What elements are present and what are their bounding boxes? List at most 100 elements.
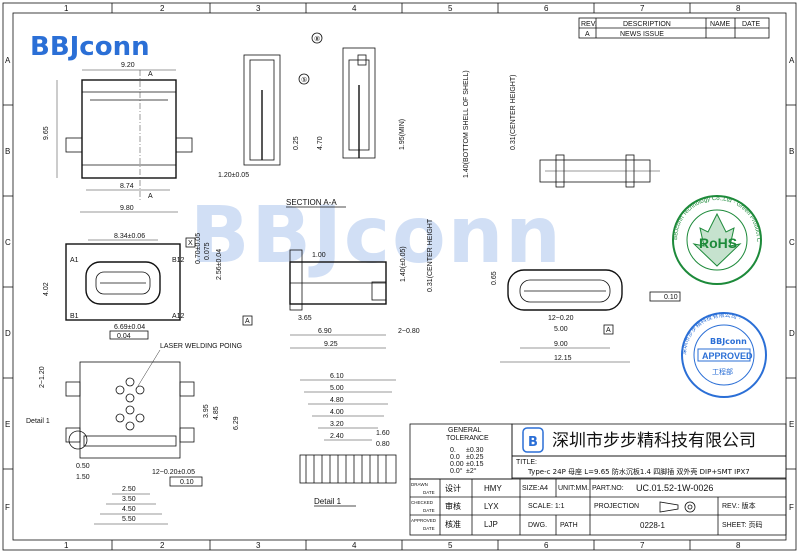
section-mark-bottom: A: [148, 193, 153, 200]
row-b-right: B: [789, 147, 794, 156]
tolerance-block: GENERAL TOLERANCE 0. ±0.30 0.0 ±0.25 0.0…: [409, 423, 513, 480]
dim-140-shell: 1.40(BOTTOM SHELL OF SHELL): [463, 70, 470, 178]
side-view: 1.00 1.40(±0.05) 0.31(CENTER HEIGHT 3.65…: [289, 218, 434, 349]
revision-table: REV. DESCRIPTION NAME DATE A NEWS ISSUE: [578, 17, 770, 39]
company-mark-icon: B: [528, 435, 538, 450]
dim-669: 6.69±0.04: [114, 324, 145, 331]
det-320: 3.20: [330, 421, 344, 428]
title-label: TITLE:: [516, 459, 537, 466]
dim-pcb-120: 2~1.20: [39, 366, 46, 388]
tolerance-title: GENERAL TOLERANCE: [446, 427, 489, 442]
label-b12: B12: [172, 257, 185, 264]
dim-pcb-550: 5.50: [122, 516, 136, 523]
unit: UNIT:MM.: [558, 485, 589, 492]
row-a-right: A: [789, 56, 795, 65]
detail-view: 6.10 5.00 4.80 4.00 3.20 2.40 1.60 0.80 …: [299, 373, 397, 507]
col-2: 2: [160, 4, 165, 13]
col-6: 6: [544, 4, 549, 13]
datum-a-right: A: [606, 327, 611, 334]
scale: SCALE: 1:1: [528, 503, 565, 510]
dim-side-140: 1.40(±0.05): [400, 246, 407, 282]
size: SIZE:A4: [522, 485, 548, 492]
dim-874: 8.74: [120, 183, 134, 190]
top-view: 9.20 9.65 8.74 9.80 A A: [43, 62, 193, 213]
dim-right-12: 12~0.20: [548, 315, 574, 322]
dim-top-height: 9.65: [43, 126, 50, 140]
label-a1: A1: [70, 257, 79, 264]
col-1-bottom: 1: [64, 541, 69, 550]
dim-pcb-010: 0.10: [180, 479, 194, 486]
tol-val-1: ±0.30: [466, 447, 484, 454]
col-7-bottom: 7: [640, 541, 645, 550]
right-front-view: 0.65 0.10 12~0.20 5.00 A 9.00 12.15: [491, 269, 681, 363]
det-400: 4.00: [330, 409, 344, 416]
det-500: 5.00: [330, 385, 344, 392]
det-480: 4.80: [330, 397, 344, 404]
col-1: 1: [64, 4, 69, 13]
tol-val-3: ±0.15: [466, 461, 484, 468]
dim-pcb-450: 4.50: [122, 506, 136, 513]
dim-side-365: 3.65: [298, 315, 312, 322]
tolerance-title-line-1: GENERAL: [448, 427, 482, 434]
tolerance-title-line-2: TOLERANCE: [446, 435, 489, 442]
dim-pcb-250: 2.50: [122, 486, 136, 493]
row-b: B: [5, 147, 10, 156]
checked-date-en: DATE: [423, 508, 435, 513]
logo-text: BBJconn: [30, 32, 150, 62]
path-label: PATH: [560, 522, 578, 529]
det-240: 2.40: [330, 433, 344, 440]
dim-pcb-12: 12~0.20±0.05: [152, 469, 195, 476]
dim-256: 2.56±0.04: [216, 249, 223, 280]
projection-icon: [659, 501, 696, 513]
dim-pcb-050: 0.50: [76, 463, 90, 470]
col-3: 3: [256, 4, 261, 13]
tol-key-3: 0.00: [450, 461, 464, 468]
part-no-label: PART.NO:: [592, 485, 624, 492]
col-8-bottom: 8: [736, 541, 741, 550]
part-no: UC.01.52-1W-0026: [636, 483, 713, 493]
detail-title: Detail 1: [314, 497, 342, 506]
approved-label-cn: 核准: [445, 519, 461, 529]
section-label: SECTION A-A: [286, 198, 337, 207]
dim-980: 9.80: [120, 205, 134, 212]
col-4-bottom: 4: [352, 541, 357, 550]
dim-front-width: 8.34±0.06: [114, 233, 145, 240]
col-7: 7: [640, 4, 645, 13]
front-view: 8.34±0.06 4.02 2.56±0.04 0.70±0.05 0.075…: [43, 233, 253, 340]
side-profile-view: [539, 154, 660, 188]
description-value: NEWS ISSUE: [620, 31, 664, 38]
det-610: 6.10: [330, 373, 344, 380]
dim-070: 0.70±0.05: [195, 233, 202, 264]
row-d: D: [5, 329, 11, 338]
drawn-date-en: DATE: [423, 490, 435, 495]
dim-top-width: 9.20: [121, 62, 135, 69]
rev-value: A: [585, 31, 590, 38]
tol-key-1: 0.: [450, 447, 456, 454]
dim-pcb-150: 1.50: [76, 474, 90, 481]
datum-x: X: [188, 240, 193, 247]
dim-right-010: 0.10: [664, 294, 678, 301]
checked-label: 审核: [445, 501, 461, 511]
col-2-bottom: 2: [160, 541, 165, 550]
dwg-number: 0228-1: [640, 521, 665, 530]
approved-date-en: DATE: [423, 526, 435, 531]
col-5: 5: [448, 4, 453, 13]
dim-side-925: 9.25: [324, 341, 338, 348]
dim-470: 4.70: [317, 136, 324, 150]
checked-en: CHECKED: [411, 500, 434, 505]
dim-120: 1.20±0.05: [218, 172, 249, 179]
dim-right-500: 5.00: [554, 326, 568, 333]
section-view: ⑧ ⑤ 1.20±0.05 0.25 4.70 1.95(MIN) 1.40(B…: [218, 32, 517, 208]
row-e-right: E: [789, 420, 794, 429]
drawn-en: DRAWN: [411, 482, 428, 487]
dim-pcb-485: 4.85: [213, 406, 220, 420]
dim-031-center: 0.31(CENTER HEIGHT): [510, 75, 517, 150]
detail-callout: Detail 1: [26, 418, 50, 425]
rev-header: REV.: [581, 21, 597, 28]
date-header: DATE: [742, 21, 760, 28]
dim-pcb-629: 6.29: [233, 416, 240, 430]
checked-name: LYX: [484, 502, 499, 511]
approved-stamp: BBJconn APPROVED 工程部 深圳市步步精科技有限公司 ·: [680, 311, 767, 398]
description-header: DESCRIPTION: [623, 21, 671, 28]
